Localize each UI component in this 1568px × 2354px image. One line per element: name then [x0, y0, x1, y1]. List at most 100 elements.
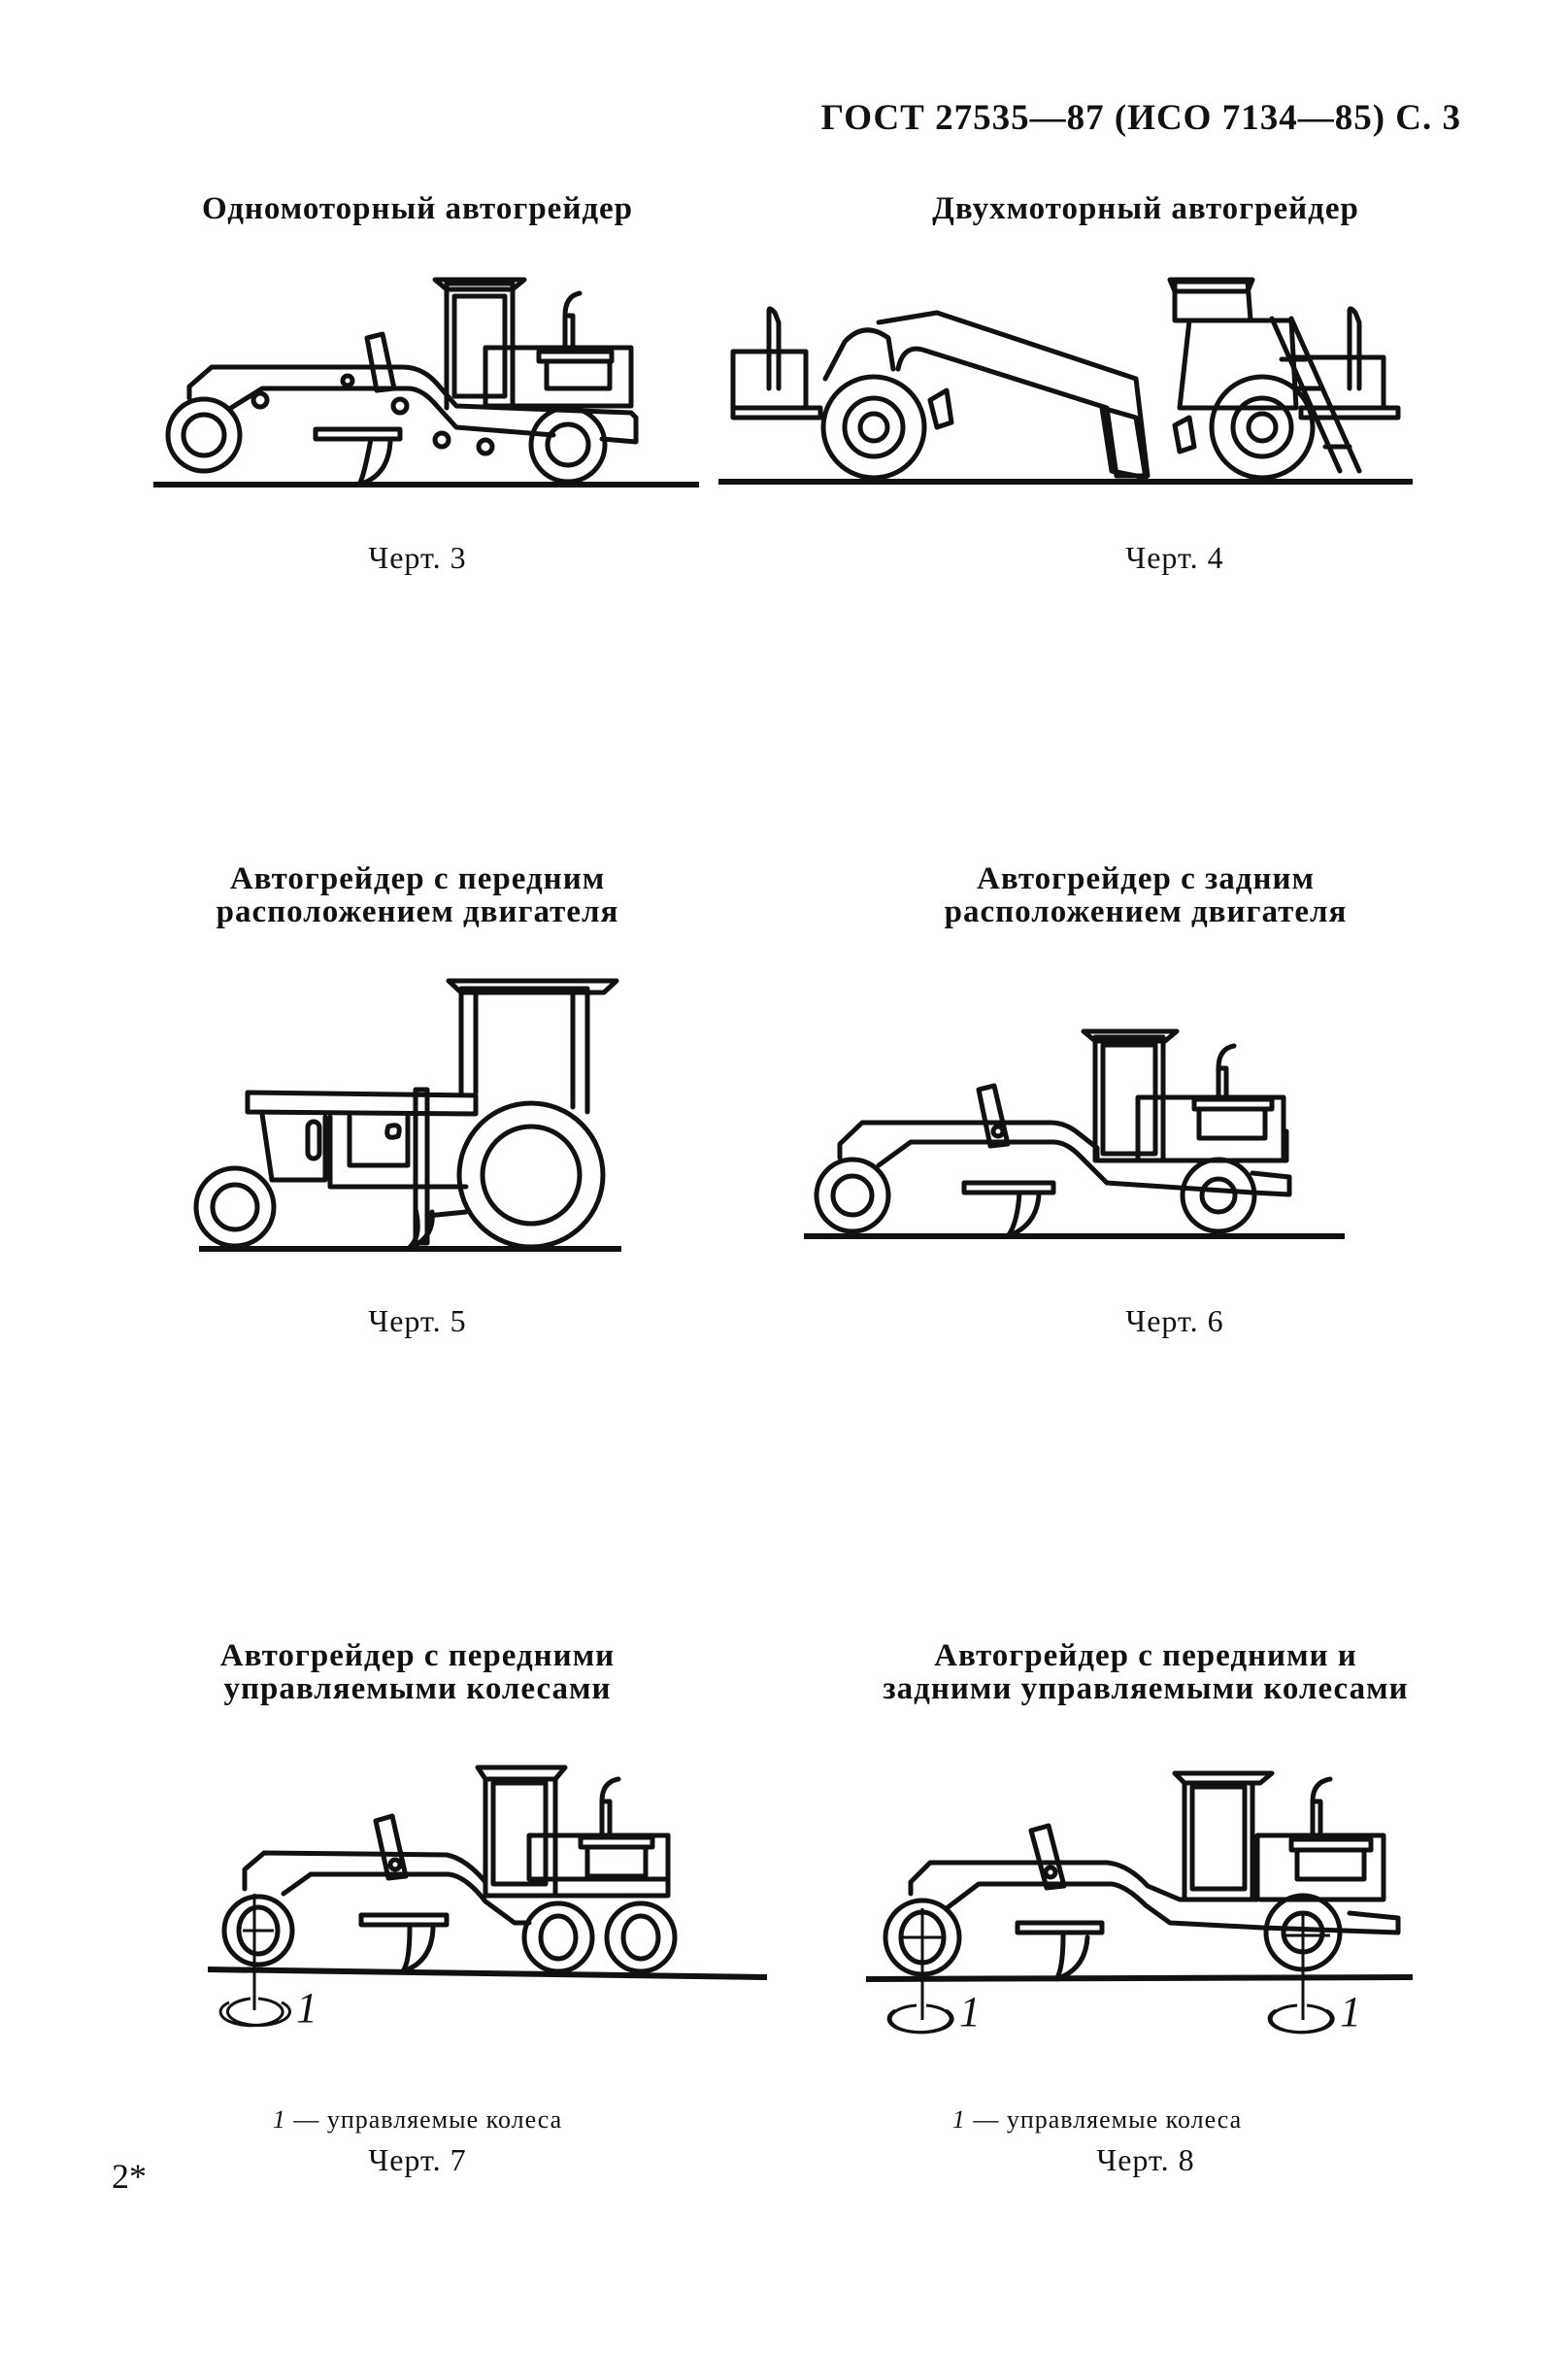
- figure-8-legend: 1 — управляемые колеса: [874, 2105, 1320, 2135]
- moldboard-bar: [313, 426, 403, 442]
- title-line: управляемыми колесами: [223, 1671, 612, 1706]
- rear-wheel: [456, 1100, 606, 1250]
- cab-window: [1100, 1042, 1158, 1157]
- legend-number: 1: [272, 2105, 286, 2134]
- steer-marker-label: 1: [296, 1984, 317, 2032]
- page-signature-mark: 2*: [112, 2157, 147, 2196]
- moldboard-blade: [356, 436, 393, 488]
- lift-cylinder: [1028, 1823, 1067, 1891]
- drawbar: [424, 1209, 469, 1219]
- document-header: ГОСТ 27535—87 (ИСО 7134—85) С. 3: [820, 98, 1461, 138]
- rear-body: [1177, 318, 1299, 411]
- figure-6-rear-engine-grader-drawing: [804, 1028, 1345, 1239]
- exhaust-pipe: [1310, 1799, 1323, 1838]
- moldboard-blade: [1005, 1190, 1042, 1239]
- title-line: Автогрейдер с задним: [977, 861, 1315, 896]
- title-line: задними управляемыми колесами: [883, 1671, 1409, 1706]
- figure-8-caption: Черт. 8: [1096, 2142, 1195, 2177]
- moldboard-blade: [400, 1925, 436, 1974]
- moldboard-bar: [961, 1180, 1056, 1195]
- lift-cylinder: [976, 1083, 1011, 1149]
- front-wheel: [221, 1894, 295, 1967]
- exhaust-tip: [1310, 1776, 1333, 1804]
- chassis: [327, 1114, 469, 1190]
- cab-roof: [432, 277, 527, 292]
- engine-block: [1196, 1106, 1268, 1141]
- figure-3-single-engine-grader-drawing: [153, 277, 699, 488]
- figure-7-legend: 1 — управляемые колеса: [194, 2105, 641, 2135]
- figure-4-title: Двухмоторный автогрейдер: [903, 192, 1388, 225]
- cab-roof: [446, 978, 619, 995]
- ground-line: [207, 1967, 768, 1980]
- moldboard: [1099, 405, 1149, 481]
- figure-5-title: Автогрейдер с передним расположением дви…: [175, 862, 660, 928]
- moldboard-bar: [358, 1912, 450, 1928]
- title-line: Автогрейдер с передними: [219, 1638, 616, 1673]
- side-panel: [347, 1114, 411, 1168]
- front-steer-marker-label: 1: [959, 1988, 981, 2035]
- engine-top: [578, 1834, 655, 1850]
- front-wheel: [193, 1165, 277, 1249]
- figure-5-front-engine-grader-drawing: [193, 978, 621, 1252]
- cab-roof: [475, 1765, 568, 1782]
- title-line: Одномоторный автогрейдер: [201, 191, 634, 226]
- moldboard-blade: [1053, 1932, 1090, 1982]
- front-wheel: [165, 396, 243, 474]
- cab-window: [1189, 1784, 1248, 1892]
- legend-number: 1: [951, 2105, 966, 2134]
- exhaust-tip: [1216, 1043, 1237, 1071]
- frame-lower: [281, 1871, 532, 1926]
- frame-lower: [944, 1881, 1401, 1935]
- cab: [458, 986, 590, 1115]
- lift-cylinder: [413, 1087, 430, 1246]
- title-line: расположением двигателя: [216, 894, 619, 929]
- cab-window: [451, 293, 508, 399]
- figure-6-caption: Черт. 6: [1125, 1303, 1224, 1338]
- title-line: Автогрейдер с передними и: [934, 1638, 1357, 1673]
- figure-8-title: Автогрейдер с передними и задними управл…: [854, 1639, 1437, 1705]
- figure-7-caption: Черт. 7: [368, 2142, 467, 2177]
- front-wheel: [814, 1157, 891, 1234]
- cab-roof: [1167, 277, 1255, 294]
- engine-hood: [483, 345, 634, 409]
- exhaust-tip: [562, 290, 583, 319]
- legend-text: — управляемые колеса: [965, 2105, 1243, 2134]
- engine-top: [1191, 1096, 1275, 1112]
- engine-hood: [245, 1090, 479, 1117]
- rotation-arrow-icon: [226, 1997, 291, 2027]
- cab-roof: [1172, 1770, 1275, 1786]
- cab-roof: [1081, 1028, 1180, 1044]
- rear-wheel-1: [521, 1900, 595, 1974]
- legend-text: — управляемые колеса: [285, 2105, 563, 2134]
- figure-4-twin-engine-grader-drawing: [718, 277, 1413, 485]
- main-frame: [908, 1833, 1386, 1902]
- figure-8-all-wheel-steer-grader-drawing: 1 1: [865, 1770, 1414, 2035]
- lift-cylinder: [364, 331, 397, 393]
- front-fender: [822, 327, 896, 382]
- rear-steer-marker-label: 1: [1340, 1988, 1361, 2035]
- lift-cylinder: [373, 1813, 409, 1881]
- engine-block: [1294, 1847, 1367, 1882]
- figure-4-caption: Черт. 4: [1125, 540, 1224, 575]
- scarifier-tooth: [405, 1206, 435, 1252]
- figure-3-title: Одномоторный автогрейдер: [175, 192, 660, 225]
- frame-lower: [228, 386, 556, 438]
- rear-wheel-hub: [545, 421, 591, 468]
- figure-7-front-steer-grader-drawing: 1: [207, 1765, 768, 2032]
- exhaust-pipe: [599, 1799, 613, 1836]
- rear-wheel-2: [604, 1900, 678, 1974]
- grille-slot: [305, 1119, 322, 1161]
- engine-top: [1288, 1836, 1374, 1853]
- main-frame: [186, 364, 639, 445]
- cab: [444, 281, 516, 411]
- title-line: расположением двигателя: [944, 894, 1348, 929]
- exhaust-tip: [599, 1776, 621, 1804]
- rear-wheel: [1180, 1157, 1257, 1234]
- exhaust-pipe: [1216, 1065, 1229, 1100]
- front-wheel-hub: [181, 412, 227, 458]
- gooseneck-frame: [876, 310, 1151, 479]
- rear-wheel: [1209, 374, 1316, 481]
- engine-block: [584, 1844, 649, 1879]
- front-exhaust: [766, 306, 782, 391]
- rear-wheel: [528, 405, 608, 485]
